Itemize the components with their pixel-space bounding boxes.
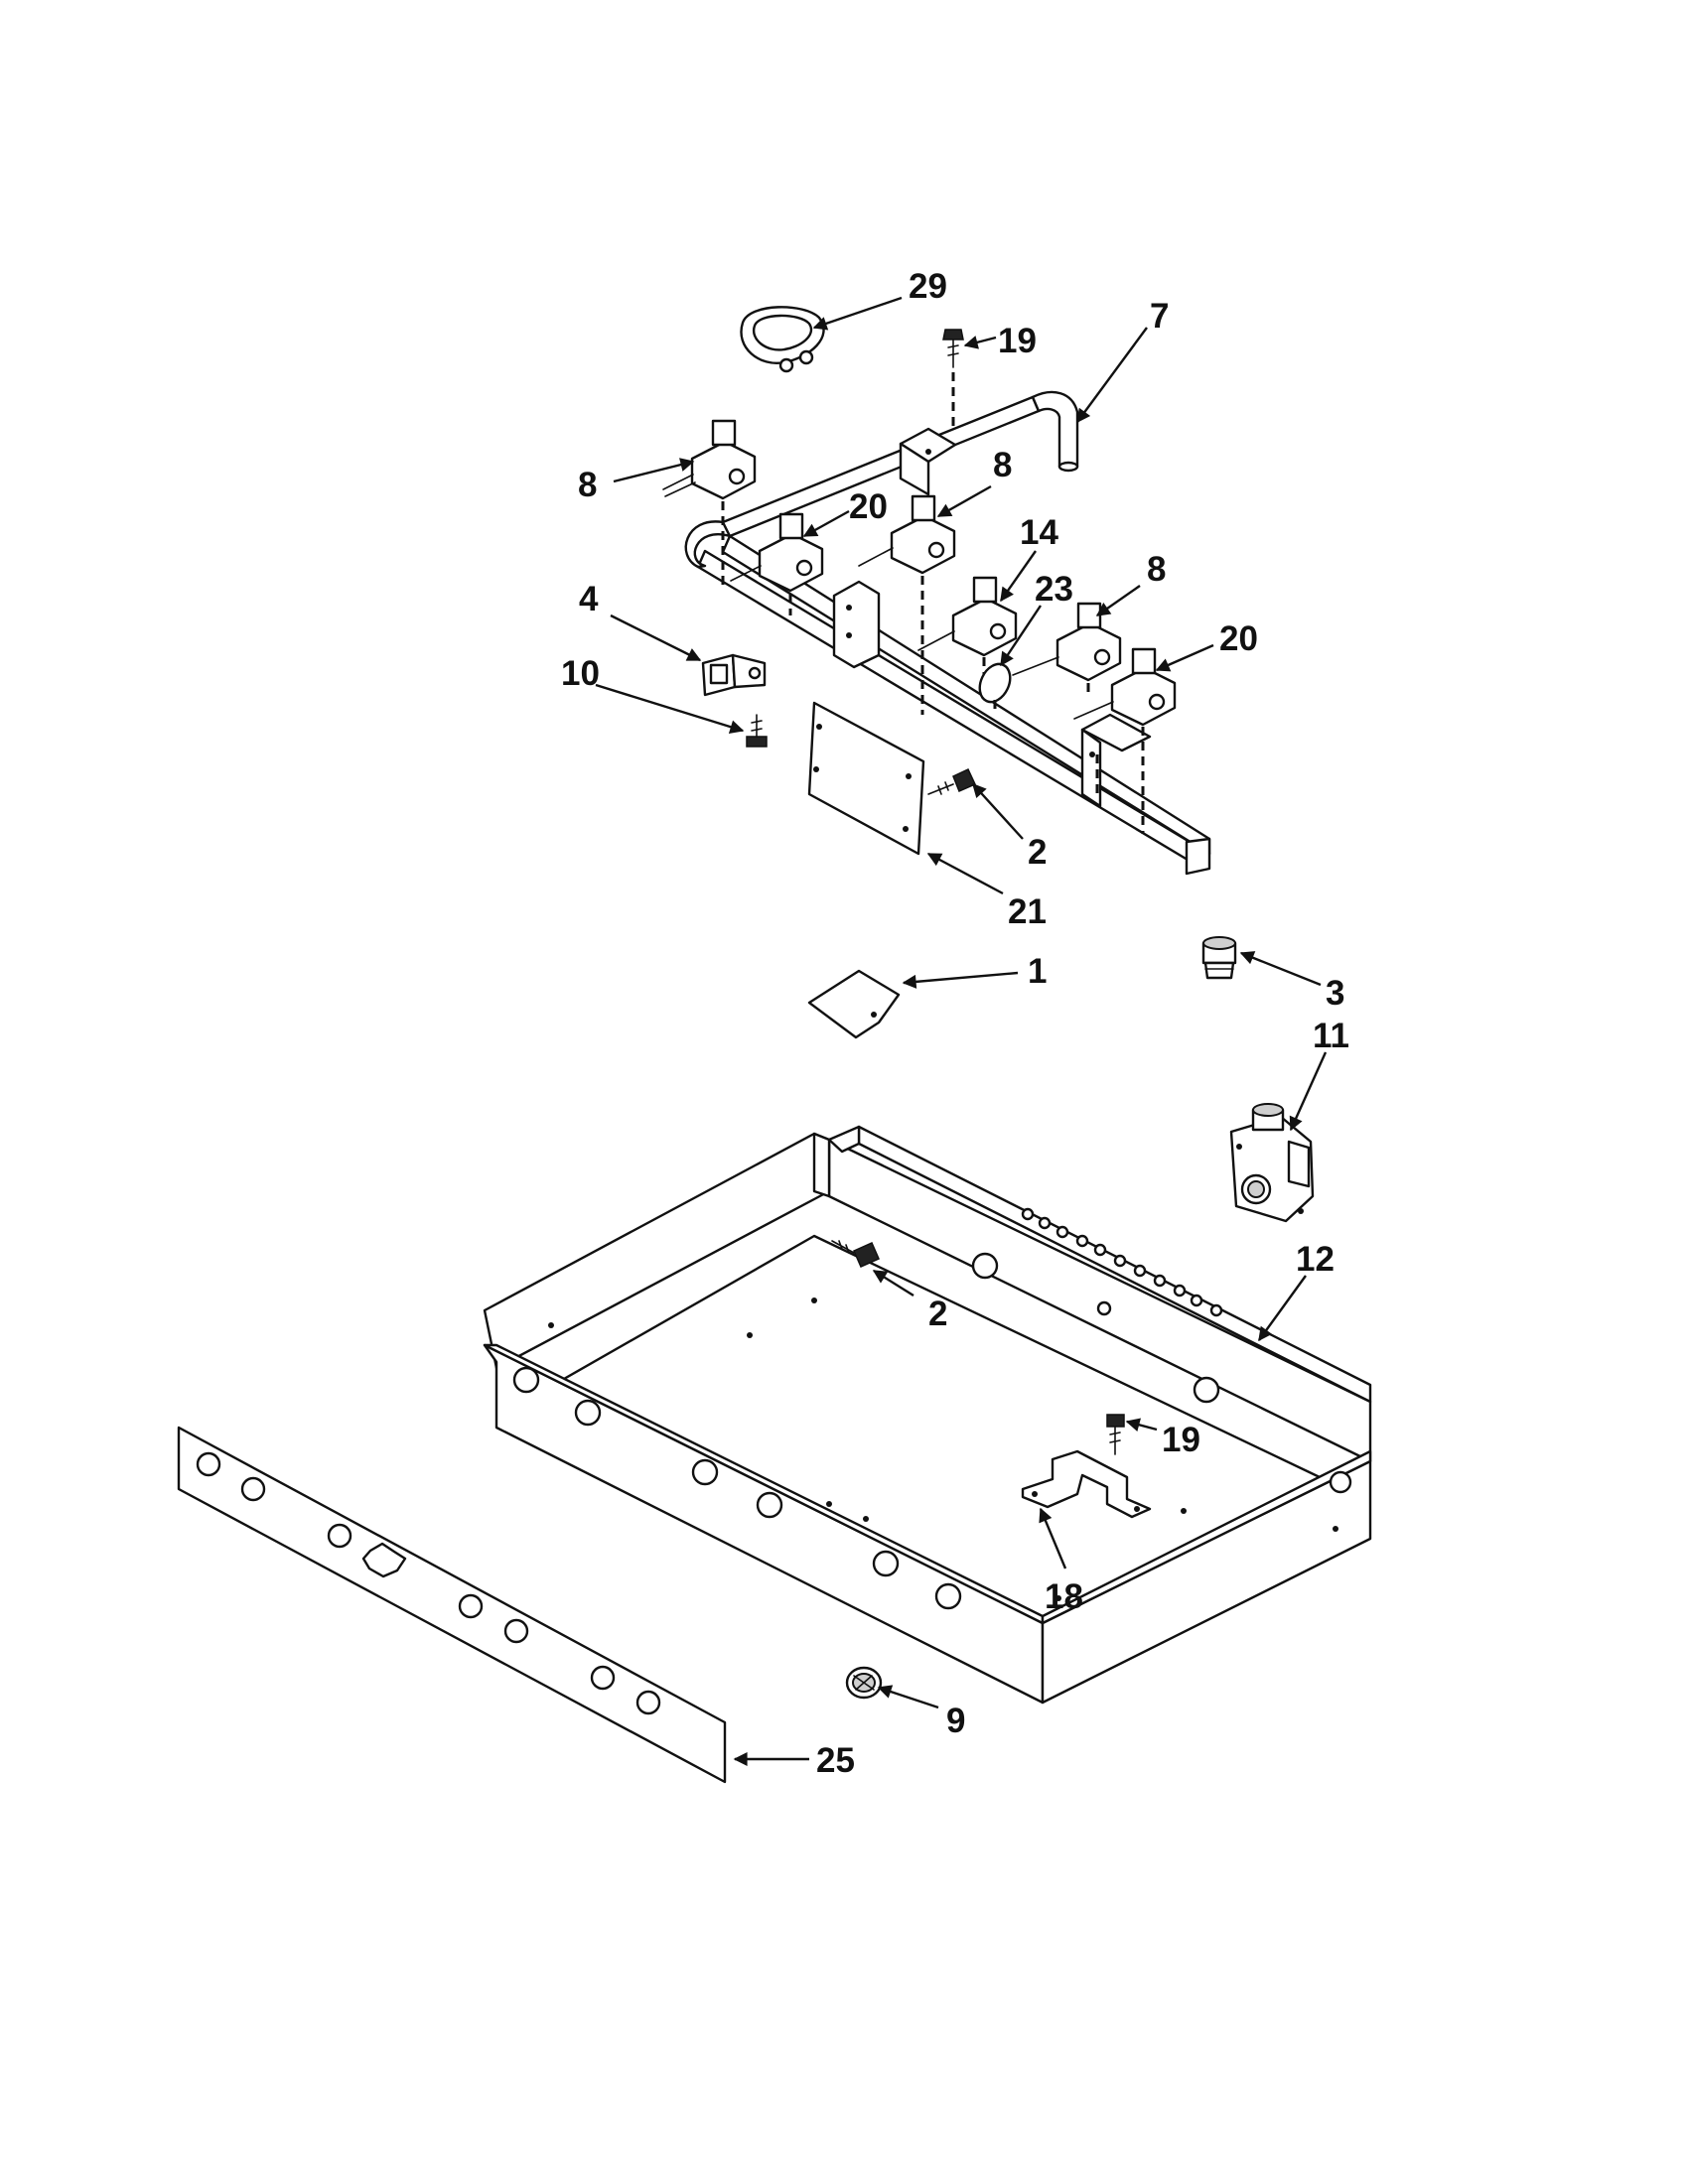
manifold-bracket bbox=[832, 580, 881, 669]
callout-3: 3 bbox=[1326, 974, 1344, 1013]
callout-19: 19 bbox=[1162, 1421, 1200, 1459]
burner-valve bbox=[1012, 602, 1122, 682]
knob bbox=[845, 1666, 883, 1700]
burner-valve bbox=[730, 512, 824, 593]
callout-9: 9 bbox=[946, 1702, 965, 1740]
base-pan bbox=[483, 1125, 1372, 1705]
callout-29: 29 bbox=[909, 267, 947, 306]
callout-23: 23 bbox=[1035, 570, 1073, 609]
burner-valve bbox=[917, 576, 1018, 657]
burner-valve bbox=[858, 494, 956, 575]
gas-manifold bbox=[684, 390, 1211, 876]
callout-2: 2 bbox=[928, 1295, 947, 1333]
callout-10: 10 bbox=[561, 654, 600, 693]
screw bbox=[927, 768, 977, 795]
callout-2: 2 bbox=[1028, 833, 1047, 872]
callout-12: 12 bbox=[1296, 1240, 1335, 1279]
u-bracket bbox=[1021, 1449, 1152, 1519]
clip-bracket bbox=[701, 653, 767, 697]
callout-8: 8 bbox=[1147, 550, 1166, 589]
screw bbox=[1106, 1414, 1125, 1455]
callout-14: 14 bbox=[1020, 513, 1058, 552]
callout-19: 19 bbox=[998, 322, 1037, 360]
gas-regulator bbox=[1229, 1103, 1315, 1223]
gasket bbox=[740, 306, 825, 373]
callout-25: 25 bbox=[816, 1741, 855, 1780]
callout-8: 8 bbox=[578, 466, 597, 504]
shield-plate bbox=[807, 969, 901, 1039]
screw bbox=[746, 714, 768, 748]
callout-4: 4 bbox=[579, 580, 599, 618]
cover-plate bbox=[807, 701, 925, 856]
mounting-screw bbox=[942, 329, 964, 427]
callout-1: 1 bbox=[1028, 952, 1047, 991]
manifold-bracket bbox=[899, 427, 957, 496]
callout-21: 21 bbox=[1008, 892, 1047, 931]
callout-11: 11 bbox=[1313, 1017, 1349, 1055]
callout-7: 7 bbox=[1150, 297, 1169, 336]
screw bbox=[831, 1240, 880, 1268]
burner-valve bbox=[1073, 647, 1177, 727]
callout-8: 8 bbox=[993, 446, 1012, 484]
callout-20: 20 bbox=[849, 487, 888, 526]
pipe-fitting bbox=[1201, 936, 1237, 980]
burner-valve bbox=[662, 419, 757, 500]
callout-18: 18 bbox=[1045, 1577, 1083, 1616]
control-panel bbox=[177, 1426, 727, 1784]
callout-20: 20 bbox=[1219, 619, 1258, 658]
manifold-bracket bbox=[1080, 713, 1152, 808]
